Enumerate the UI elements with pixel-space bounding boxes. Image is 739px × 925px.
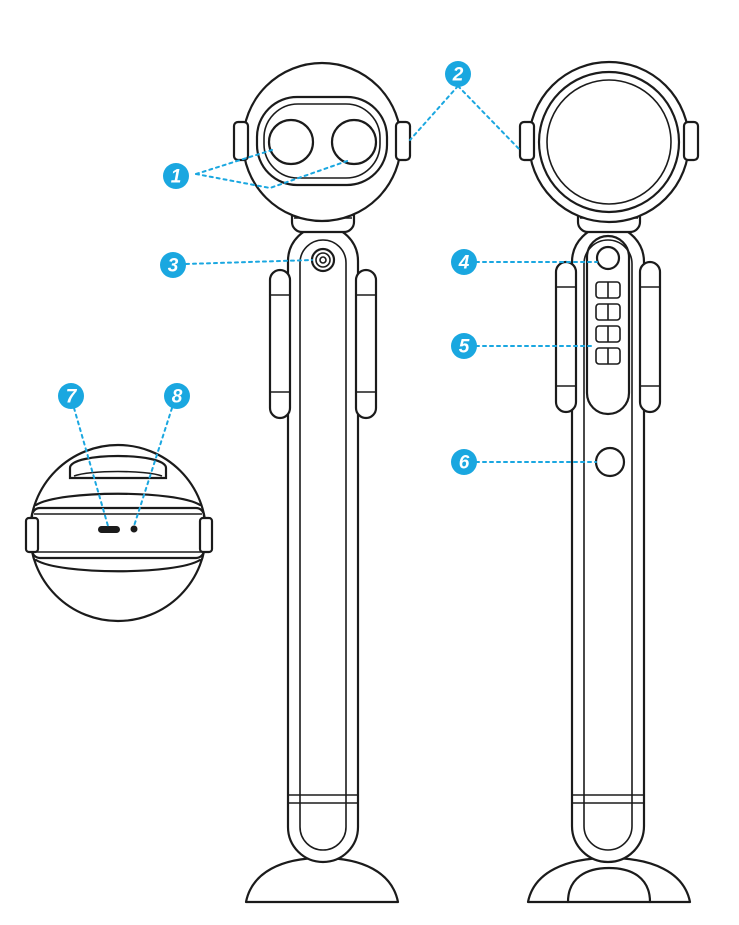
back-base bbox=[526, 856, 692, 904]
callout-7: 7 bbox=[58, 383, 84, 409]
callout-5-label: 5 bbox=[459, 337, 470, 358]
left-eye bbox=[267, 118, 315, 166]
back-top-button bbox=[595, 245, 621, 271]
back-left-arm bbox=[554, 260, 578, 414]
display-panel bbox=[585, 234, 631, 416]
callout-5: 5 bbox=[451, 333, 477, 359]
back-left-ear bbox=[518, 120, 536, 162]
segment-display bbox=[595, 281, 621, 365]
callout-8: 8 bbox=[164, 383, 190, 409]
usb-port bbox=[98, 526, 120, 533]
back-head-ring bbox=[537, 70, 681, 214]
front-right-arm bbox=[354, 268, 378, 420]
callout-3: 3 bbox=[160, 252, 186, 278]
callout-8-label: 8 bbox=[172, 387, 183, 408]
back-head bbox=[527, 60, 691, 224]
callout-6: 6 bbox=[451, 449, 477, 475]
callout-1: 1 bbox=[163, 163, 189, 189]
right-eye bbox=[330, 118, 378, 166]
front-right-ear bbox=[394, 120, 412, 162]
detail-view bbox=[24, 443, 214, 623]
callout-2-label: 2 bbox=[452, 65, 464, 86]
front-head bbox=[241, 61, 403, 223]
front-pole bbox=[286, 224, 360, 864]
front-left-arm bbox=[268, 268, 292, 420]
front-view bbox=[232, 61, 412, 904]
reset-hole bbox=[130, 525, 138, 533]
leader-1 bbox=[195, 149, 273, 175]
detail-left-ear bbox=[24, 516, 40, 554]
leader-2b bbox=[457, 85, 521, 151]
callout-7-label: 7 bbox=[66, 387, 78, 408]
back-view bbox=[518, 60, 700, 904]
back-right-ear bbox=[682, 120, 700, 162]
callout-6-label: 6 bbox=[459, 453, 470, 474]
leader-3 bbox=[185, 259, 313, 265]
callout-4: 4 bbox=[451, 249, 477, 275]
callout-2: 2 bbox=[445, 61, 471, 87]
back-pole bbox=[570, 224, 646, 864]
detail-band bbox=[30, 506, 206, 560]
callout-leaders bbox=[73, 85, 598, 527]
callout-4-label: 4 bbox=[458, 253, 470, 274]
callout-badges: 1 2 3 4 5 6 7 8 bbox=[58, 61, 477, 475]
back-right-arm bbox=[638, 260, 662, 414]
leader-8 bbox=[133, 407, 173, 527]
front-face-plate bbox=[255, 95, 389, 187]
front-base bbox=[244, 856, 400, 904]
callout-3-label: 3 bbox=[168, 256, 179, 277]
leader-7 bbox=[73, 407, 109, 527]
leader-2 bbox=[409, 85, 459, 141]
front-left-ear bbox=[232, 120, 250, 162]
callout-1-label: 1 bbox=[171, 167, 182, 188]
detail-right-ear bbox=[198, 516, 214, 554]
